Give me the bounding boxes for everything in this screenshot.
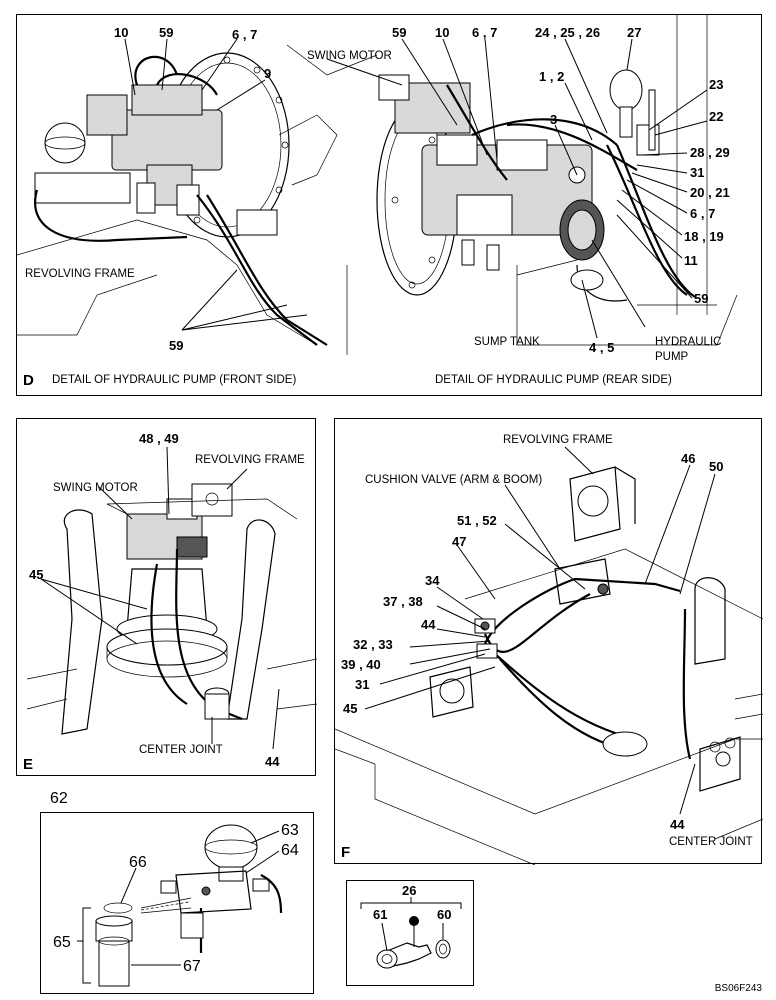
panel-26-fitting-kit: 26 61 60	[346, 880, 474, 986]
callout-67: 67	[183, 958, 201, 975]
callout-32-33: 32 , 33	[353, 637, 393, 652]
callout-46: 46	[681, 451, 695, 466]
panel-62-leader-lines	[77, 830, 280, 984]
panel-f-cushion-valve-detail: REVOLVING FRAME CUSHION VALVE (ARM & BOO…	[334, 418, 763, 865]
caption-front-side: DETAIL OF HYDRAULIC PUMP (FRONT SIDE)	[52, 374, 296, 386]
callout-rear-1-2: 1 , 2	[539, 69, 564, 84]
label-revolving-frame-e: REVOLVING FRAME	[195, 454, 305, 466]
callout-47: 47	[452, 534, 466, 549]
callout-rear-6-7-right: 6 , 7	[690, 206, 715, 221]
panel-e-letter: E	[23, 756, 33, 773]
callout-61: 61	[373, 907, 387, 922]
callout-34: 34	[425, 573, 440, 588]
label-hydraulic-pump-line2: PUMP	[655, 351, 689, 363]
panel-d-hydraulic-pump-detail: 10 59 6 , 7 9 59 59 10 6 , 7 24 , 25 , 2…	[16, 14, 762, 396]
callout-rear-23: 23	[709, 77, 723, 92]
callout-50: 50	[709, 459, 723, 474]
label-cushion-valve: CUSHION VALVE (ARM & BOOM)	[365, 474, 542, 486]
callout-60: 60	[437, 907, 451, 922]
callout-rear-27: 27	[627, 25, 641, 40]
panel-26-drawing: 26 61 60	[360, 883, 462, 969]
fitting-parts	[376, 916, 451, 969]
callout-rear-3: 3	[550, 112, 557, 127]
callout-51-52: 51 , 52	[457, 513, 497, 528]
callout-63: 63	[281, 822, 299, 839]
label-revolving-frame-d: REVOLVING FRAME	[25, 268, 135, 280]
panel-e-leader-lines	[40, 446, 280, 750]
kit-bracket	[360, 897, 462, 909]
callout-66: 66	[129, 854, 147, 871]
callout-65: 65	[53, 934, 71, 951]
callout-rear-6-7: 6 , 7	[472, 25, 497, 40]
callout-rear-11: 11	[684, 253, 698, 268]
callout-rear-31: 31	[690, 165, 704, 180]
callout-rear-28-29: 28 , 29	[690, 145, 730, 160]
callout-31-f: 31	[355, 677, 369, 692]
panel-26-leader-lines	[381, 922, 444, 952]
panel-e-swing-motor-detail: 48 , 49 SWING MOTOR REVOLVING FRAME 45 C…	[16, 418, 317, 776]
callout-rear-59-right: 59	[694, 291, 708, 306]
panel-62-accumulator-kit: 63 64 66 65 67	[40, 812, 314, 994]
rear-pump-assembly	[346, 15, 738, 355]
panel-62-title: 62	[50, 790, 68, 807]
callout-rear-24-25-26: 24 , 25 , 26	[535, 25, 600, 40]
caption-rear-side: DETAIL OF HYDRAULIC PUMP (REAR SIDE)	[435, 374, 672, 386]
panel-62-drawing: 63 64 66 65 67	[53, 822, 299, 987]
callout-front-59: 59	[159, 25, 173, 40]
callout-front-6-7: 6 , 7	[232, 27, 257, 42]
callout-rear-18-19: 18 , 19	[684, 229, 724, 244]
accumulator-assembly	[95, 824, 283, 987]
panel-d-letter: D	[23, 372, 34, 389]
callout-rear-20-21: 20 , 21	[690, 185, 730, 200]
callout-48-49: 48 , 49	[139, 431, 179, 446]
label-center-joint-f: CENTER JOINT	[669, 836, 753, 848]
label-swing-motor-d: SWING MOTOR	[307, 50, 392, 62]
cushion-valve-assembly	[335, 466, 763, 865]
callout-44-f-bottom: 44	[670, 817, 685, 832]
callout-front-59-bottom: 59	[169, 338, 183, 353]
callout-front-9: 9	[264, 66, 271, 81]
callout-45-e: 45	[29, 567, 43, 582]
label-sump-tank: SUMP TANK	[474, 336, 540, 348]
panel-f-drawing: REVOLVING FRAME CUSHION VALVE (ARM & BOO…	[335, 434, 763, 865]
label-center-joint-e: CENTER JOINT	[139, 744, 223, 756]
label-hydraulic-pump-line1: HYDRAULIC	[655, 336, 721, 348]
callout-37-38: 37 , 38	[383, 594, 423, 609]
callout-44-f: 44	[421, 617, 436, 632]
callout-64: 64	[281, 842, 299, 859]
panel-d-leader-lines	[124, 38, 708, 339]
callout-rear-10: 10	[435, 25, 449, 40]
panel-d-drawing: 10 59 6 , 7 9 59 59 10 6 , 7 24 , 25 , 2…	[17, 15, 738, 389]
figure-code: BS06F243	[714, 983, 762, 994]
label-swing-motor-e: SWING MOTOR	[53, 482, 138, 494]
callout-45-f: 45	[343, 701, 357, 716]
panel-f-letter: F	[341, 844, 350, 861]
panel-e-drawing: 48 , 49 SWING MOTOR REVOLVING FRAME 45 C…	[23, 431, 317, 773]
front-pump-assembly	[17, 44, 378, 346]
panel-f-leader-lines	[364, 446, 716, 815]
swing-motor-assembly	[26, 483, 317, 735]
callout-rear-4-5: 4 , 5	[589, 340, 614, 355]
callout-rear-22: 22	[709, 109, 723, 124]
callout-rear-59: 59	[392, 25, 406, 40]
callout-44-e: 44	[265, 754, 280, 769]
panel-26-title: 26	[402, 883, 416, 898]
callout-39-40: 39 , 40	[341, 657, 381, 672]
label-revolving-frame-f: REVOLVING FRAME	[503, 434, 613, 446]
callout-front-10: 10	[114, 25, 128, 40]
